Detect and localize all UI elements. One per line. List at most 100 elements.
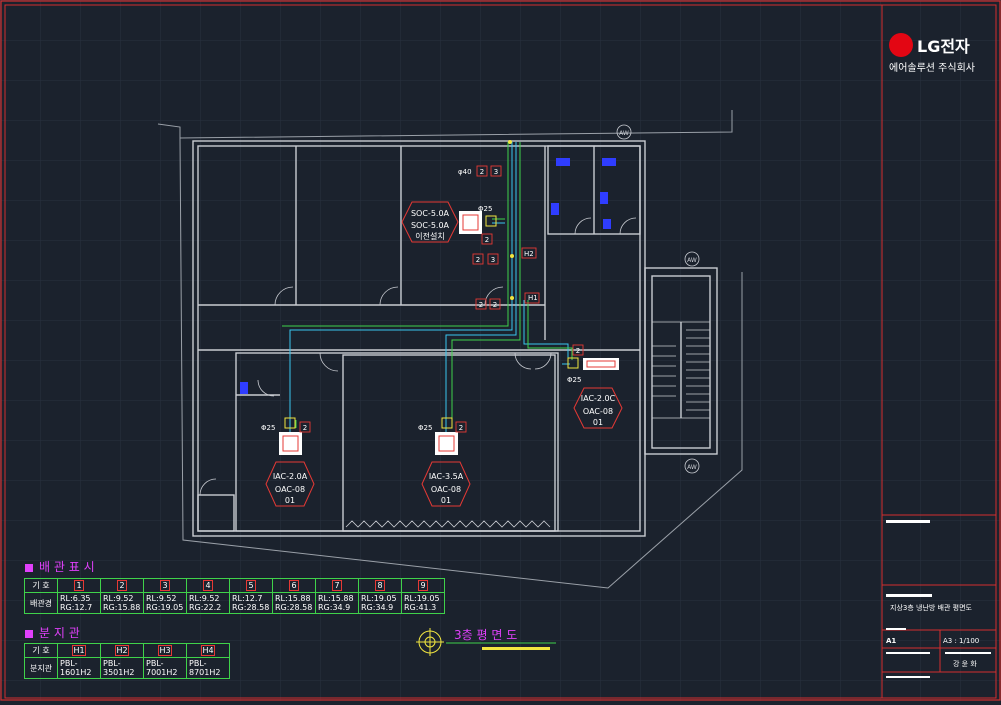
- pipe-code-tag: 2: [479, 301, 483, 309]
- branch-code-cell: H4: [186, 643, 230, 658]
- pipe-code-cell: 9: [401, 578, 445, 593]
- pipe-code-tag: 2: [485, 236, 489, 244]
- pipe-table-heading: 배 관 표 시: [25, 558, 95, 575]
- pipe-code-tag: 2: [476, 256, 480, 264]
- pipe-code: 3: [160, 580, 170, 591]
- unit-soc-line1: SOC-5.0A: [411, 209, 450, 218]
- unit-iac20a-line1: IAC-2.0A: [273, 472, 308, 481]
- unit-iac20a-line2: OAC-08: [275, 485, 305, 494]
- pipe-size-rl: RL:15.88: [318, 594, 354, 603]
- brand-block: LG전자 에어솔루션 주식회사: [889, 33, 999, 74]
- branch-label: H2: [524, 250, 534, 258]
- branch-code: H4: [201, 645, 215, 656]
- pipe-code: 8: [375, 580, 385, 591]
- branch-part-prefix: PBL-: [103, 659, 121, 668]
- pipe-code-cell: 3: [143, 578, 187, 593]
- pipe-code-tag: 3: [491, 256, 495, 264]
- pipe-size-label: Φ25: [261, 424, 275, 432]
- pipe-size-rg: RG:41.3: [404, 603, 437, 612]
- branch-code-cell: H3: [143, 643, 187, 658]
- pipe-size-rl: RL:9.52: [103, 594, 134, 603]
- pipe-code: 2: [117, 580, 127, 591]
- pipe-code: 9: [418, 580, 428, 591]
- branch-part-cell: PBL-1601H2: [57, 657, 101, 679]
- pipe-code-tag: 2: [459, 424, 463, 432]
- square-bullet-icon: [25, 629, 33, 638]
- pipe-code-cell: 5: [229, 578, 273, 593]
- refrigerant-pipes: [282, 142, 573, 432]
- pipe-size-rg: RG:19.05: [146, 603, 184, 612]
- pipe-size-label: Φ25: [567, 376, 581, 384]
- branch-part-cell: PBL-8701H2: [186, 657, 230, 679]
- unit-iac35a-line1: IAC-3.5A: [429, 472, 464, 481]
- pipe-size-label: Φ25: [418, 424, 432, 432]
- pipe-size-rl: RL:19.05: [404, 594, 440, 603]
- pipe-size-rg: RG:34.9: [318, 603, 351, 612]
- drafter-name: 강 윤 화: [953, 660, 977, 668]
- branch-code-cell: H2: [100, 643, 144, 658]
- pipe-size-rl: RL:12.7: [232, 594, 263, 603]
- sheet-size: A1: [886, 637, 897, 645]
- lg-logo-icon: [889, 33, 913, 57]
- unit-iac20c-line1: IAC-2.0C: [581, 394, 616, 403]
- unit-iac20c-line3: 01: [593, 418, 603, 427]
- unit-iac35a-line2: OAC-08: [431, 485, 461, 494]
- branch-part-cell: PBL-3501H2: [100, 657, 144, 679]
- branch-label: H1: [528, 294, 538, 302]
- pipe-code: 6: [289, 580, 299, 591]
- aw-markers: [616, 124, 700, 474]
- pipe-size-rg: RG:28.58: [275, 603, 313, 612]
- pipe-code: 5: [246, 580, 256, 591]
- branch-part-prefix: PBL-: [146, 659, 164, 668]
- branch-part-number: 7001H2: [146, 668, 178, 677]
- drawing-title: 지상3층 냉난방 배관 평면도: [890, 604, 972, 612]
- building-walls: [192, 140, 718, 537]
- plan-title: 3층 평 면 도: [454, 628, 517, 642]
- unit-iac20a-line3: 01: [285, 496, 295, 505]
- square-bullet-icon: [25, 563, 33, 572]
- pipe-size-rl: RL:19.05: [361, 594, 397, 603]
- pipe-size-rg: RG:15.88: [103, 603, 141, 612]
- pipe-code-cell: 8: [358, 578, 402, 593]
- pipe-code-cell: 1: [57, 578, 101, 593]
- pipe-code: 4: [203, 580, 213, 591]
- branch-part-number: 1601H2: [60, 668, 92, 677]
- pipe-code-cell: 4: [186, 578, 230, 593]
- branch-part-number: 3501H2: [103, 668, 135, 677]
- pipe-table-row2-label: 배관경: [24, 592, 58, 614]
- pipe-size-rl: RL:6.35: [60, 594, 91, 603]
- pipe-size-rl: RL:9.52: [189, 594, 220, 603]
- pipe-code-tag: 2: [493, 301, 497, 309]
- pipe-size-rl: RL:9.52: [146, 594, 177, 603]
- pipe-code-cell: 2: [100, 578, 144, 593]
- unit-soc-line2: SOC-5.0A: [411, 221, 450, 230]
- pipe-code-cell: 7: [315, 578, 359, 593]
- branch-part-number: 8701H2: [189, 668, 221, 677]
- unit-soc-line3: 이전설치: [415, 231, 444, 241]
- branch-part-prefix: PBL-: [189, 659, 207, 668]
- pipe-code-cell: 6: [272, 578, 316, 593]
- pipe-size-rg: RG:28.58: [232, 603, 270, 612]
- pipe-code: 1: [74, 580, 84, 591]
- branch-code: H3: [158, 645, 172, 656]
- pipe-code-tag: 2: [480, 168, 484, 176]
- pipe-size-rg: RG:22.2: [189, 603, 222, 612]
- aw-label: AW: [687, 464, 697, 471]
- unit-iac35a-line3: 01: [441, 496, 451, 505]
- unit-hexagons: [265, 201, 623, 507]
- aw-label: AW: [619, 130, 629, 137]
- branch-code: H1: [72, 645, 86, 656]
- pipe-size-rg: RG:12.7: [60, 603, 93, 612]
- branch-part-prefix: PBL-: [60, 659, 78, 668]
